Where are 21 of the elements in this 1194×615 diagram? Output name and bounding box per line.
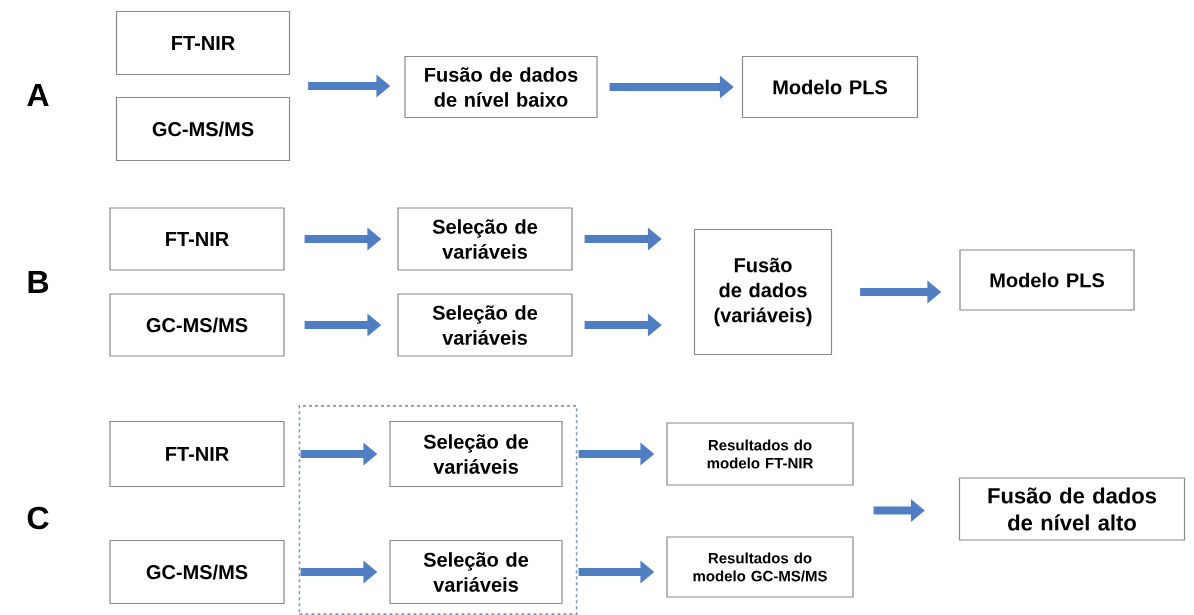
- process-box: FT-NIR: [115, 10, 291, 76]
- process-box: Fusão de dados de nível baixo: [404, 55, 598, 119]
- panel-letter: A: [27, 84, 49, 106]
- process-box: Resultados do modelo GC-MS/MS: [666, 536, 854, 598]
- process-box: Fusão de dados de nível alto: [958, 477, 1186, 541]
- process-box: Seleção de variáveis: [397, 293, 573, 357]
- process-box: Modelo PLS: [741, 55, 919, 119]
- process-box: Seleção de variáveis: [397, 207, 573, 271]
- dashed-frame: [298, 405, 578, 615]
- panel-letter: B: [28, 271, 49, 293]
- process-box: Seleção de variáveis: [389, 420, 563, 488]
- process-box: GC-MS/MS: [109, 539, 285, 605]
- process-box: Fusão de dados (variáveis): [693, 228, 833, 356]
- process-box: FT-NIR: [109, 420, 285, 488]
- process-box: GC-MS/MS: [109, 293, 285, 357]
- process-box: GC-MS/MS: [115, 96, 291, 162]
- process-box: Modelo PLS: [959, 249, 1135, 311]
- process-box: FT-NIR: [109, 207, 285, 271]
- process-box: Seleção de variáveis: [389, 539, 563, 605]
- process-box: Resultados do modelo FT-NIR: [666, 422, 854, 486]
- panel-letter: C: [27, 506, 49, 530]
